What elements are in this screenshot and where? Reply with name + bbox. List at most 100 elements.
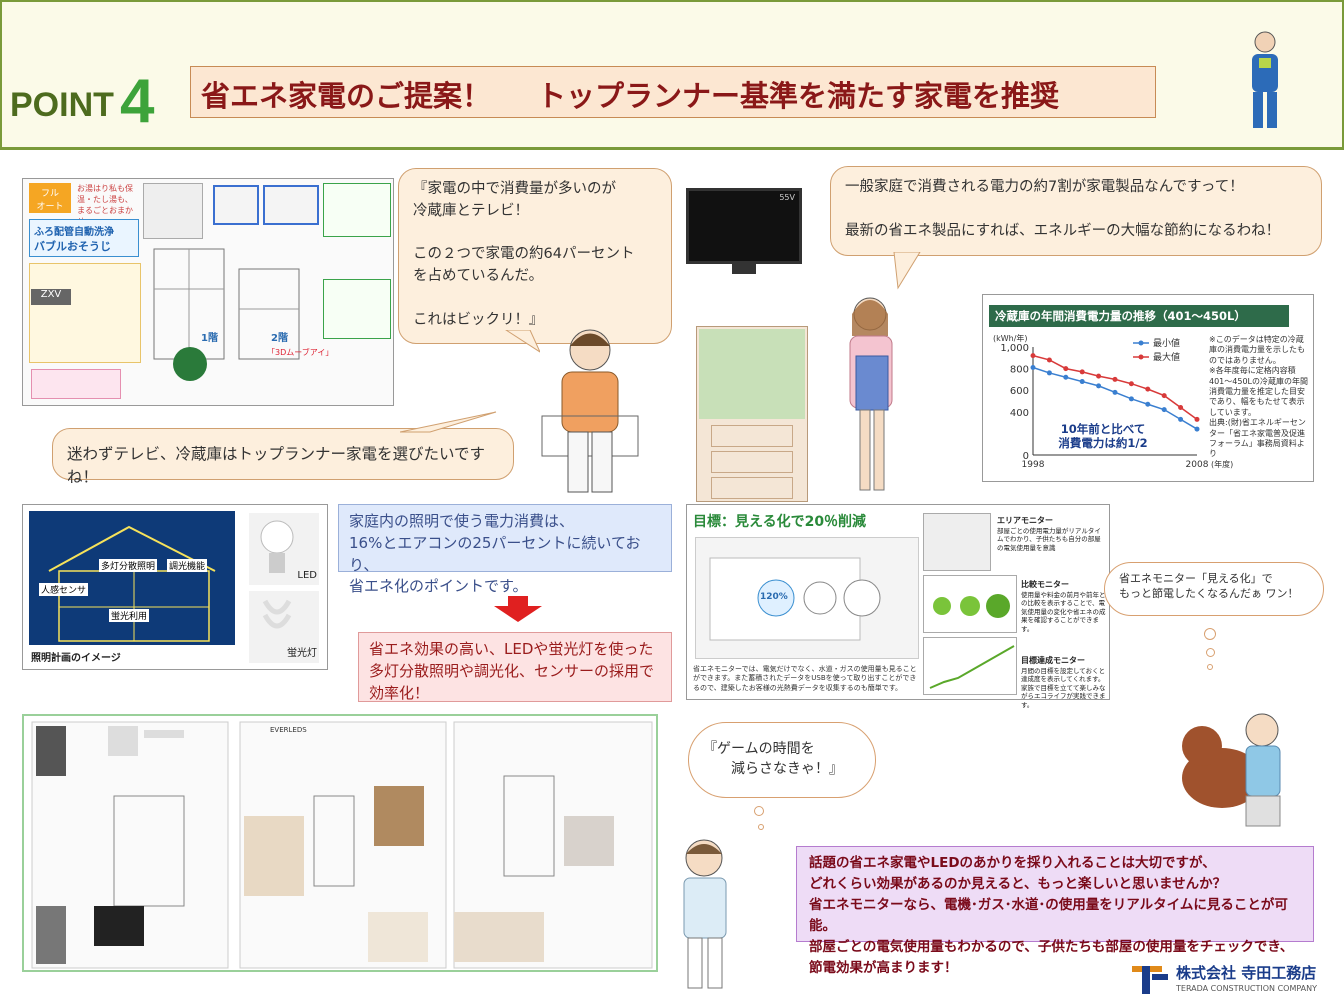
y-axis-label: (kWh/年) <box>993 333 1028 343</box>
thought-dot-2 <box>758 824 764 830</box>
man-illustration <box>541 329 639 493</box>
data-point <box>1194 426 1200 432</box>
lighting-caption: 照明計画のイメージ <box>31 653 121 664</box>
legend-marker <box>1138 354 1144 360</box>
y-tick-label: 1,000 <box>1000 343 1029 354</box>
area-monitor-desc: 部屋ごとの使用電力量がリアルタイムでわかり、子供たちも自分の部屋の電気使用量を意… <box>997 527 1101 552</box>
data-point <box>1030 365 1036 371</box>
series-line-1 <box>1032 354 1198 420</box>
fridge-illustration <box>696 326 808 502</box>
model-badge: ZXV <box>31 289 71 305</box>
chart-annotation: 消費電力は約1/2 <box>1058 436 1147 450</box>
legend-label: 最大値 <box>1153 351 1180 363</box>
bubble-dot-2 <box>1206 648 1215 657</box>
tv-stand <box>732 264 756 274</box>
point-label: POINT <box>10 86 114 124</box>
summary-note: 話題の省エネ家電やLEDのあかりを採り入れることは大切ですが、 どれくらい効果が… <box>796 846 1314 976</box>
label-multi-light: 多灯分散照明 <box>99 559 158 572</box>
floor2-label: 2階 <box>271 333 288 344</box>
catalog-sheets <box>31 721 653 969</box>
data-point <box>1096 383 1102 389</box>
monitor-device: 120% <box>695 537 919 659</box>
data-point <box>1178 416 1184 422</box>
page-title: 省エネ家電のご提案！ トップランナー基準を満たす家電を推奨 <box>190 66 1156 118</box>
fridge-drawer-1 <box>711 425 793 447</box>
monitor-caption: 省エネモニターでは、電気だけでなく、水道・ガスの使用量も見ることができます。また… <box>693 665 917 692</box>
data-point <box>1161 393 1167 399</box>
compare-circles <box>933 594 1010 618</box>
lighting-blue-note: 家庭内の照明で使う電力消費は、 16%とエアコンの25パーセントに続いており、 … <box>338 504 672 595</box>
man-speech-bubble: 『家電の中で消費量が多いのが 冷蔵庫とテレビ！ この２つで家電の約64パーセント… <box>398 168 672 344</box>
feature-panel: ふろ配管自動洗浄 バブルおそうじ <box>29 219 139 257</box>
monitor-center-value: 120% <box>760 592 788 602</box>
area-monitor-screen <box>923 513 991 571</box>
company-logo-icon <box>1132 966 1168 994</box>
catalog-brand-tag: EVERLEDS <box>270 726 307 734</box>
full-auto-badge: フル オート <box>29 183 71 213</box>
company-name-en: TERADA CONSTRUCTION COMPANY <box>1176 984 1318 993</box>
lighting-panel: 多灯分散照明 調光機能 人感センサ 蛍光利用 照明計画のイメージ LED 蛍光灯 <box>22 504 328 670</box>
woman-illustration <box>849 297 893 491</box>
data-point <box>1046 370 1052 376</box>
thought-dot-1 <box>754 806 764 816</box>
floor1-label: 1階 <box>201 333 218 344</box>
choice-speech-bubble: 迷わずテレビ、冷蔵庫はトップランナー家電を選びたいですね！ <box>52 428 514 486</box>
compare-monitor-title: 比較モニター <box>1021 580 1069 589</box>
woman-quote: 一般家庭で消費される電力の約7割が家電製品なんですって！ 最新の省エネ製品にすれ… <box>845 179 1281 239</box>
monitor-goal-title: 目標：見える化で20％削減 <box>693 514 867 530</box>
data-point <box>1161 407 1167 413</box>
y-tick-label: 600 <box>1010 386 1029 397</box>
data-point <box>1096 373 1102 379</box>
feature-subtitle: バブルおそうじ <box>34 240 111 253</box>
data-point <box>1046 357 1052 363</box>
energy-monitor-panel: 目標：見える化で20％削減 120% 省エネモニターでは、電気だけでなく、水道・… <box>686 504 1110 709</box>
lighting-diagram: 多灯分散照明 調光機能 人感センサ 蛍光利用 <box>29 511 235 645</box>
woman-bubble-tail <box>893 252 921 290</box>
chart-note: ※このデータは特定の冷蔵庫の消費電力量を示したものではありません。 ※各年度毎に… <box>1209 335 1308 459</box>
dog-and-child-illustration <box>1182 713 1281 827</box>
aircon-photo-2 <box>323 279 391 339</box>
man-quote: 『家電の中で消費量が多いのが 冷蔵庫とテレビ！ この２つで家電の約64パーセント… <box>413 181 635 328</box>
fluorescent-bulb-icon <box>262 599 292 629</box>
3d-tag: 「3Dムーブアイ」 <box>267 348 334 357</box>
title-part2: トップランナー基準を満たす家電を推奨 <box>537 79 1060 113</box>
y-tick-label: 0 <box>1023 451 1029 462</box>
choice-bubble-tail <box>400 411 497 433</box>
lighting-red-note: 省エネ効果の高い、LEDや蛍光灯を使った 多灯分散照明や調光化、センサーの採用で… <box>358 632 672 702</box>
legend-marker <box>1138 340 1144 346</box>
compare-monitor-desc: 使用量や料金の前月や前年との比較を表示することで、電気使用量の変化や省エネの成果… <box>1021 591 1106 633</box>
data-point <box>1194 416 1200 422</box>
goal-trend <box>929 645 1015 689</box>
data-point <box>1030 353 1036 359</box>
tv-size-badge: 55V <box>779 193 795 202</box>
data-point <box>1063 366 1069 372</box>
boy-illustration <box>683 839 727 989</box>
fridge-drawer-2 <box>711 451 793 473</box>
monitor-screen <box>709 557 881 641</box>
aircon-photo-1 <box>323 183 391 237</box>
bubble-dot-1 <box>1204 628 1216 640</box>
house-outline <box>48 525 216 642</box>
data-point <box>1128 396 1134 402</box>
chart-annotation: 10年前と比べて <box>1061 422 1146 436</box>
worker-figure <box>1252 31 1278 128</box>
data-point <box>1178 404 1184 410</box>
x-tick-label: 1998 <box>1022 460 1045 470</box>
title-part1: 省エネ家電のご提案！ <box>201 79 492 113</box>
goal-monitor-title: 目標達成モニター <box>1021 656 1085 665</box>
bath-text-panel <box>29 263 141 363</box>
label-motion-sensor: 人感センサ <box>39 583 89 596</box>
dog-speech-bubble: 省エネモニター「見える化」で もっと節電したくなるんだぁ ワン！ <box>1104 562 1324 616</box>
bubble-dot-3 <box>1207 664 1213 670</box>
bubble-tail <box>505 330 540 353</box>
label-fluorescent-use: 蛍光利用 <box>109 609 150 622</box>
x-tick-label: 2008 <box>1186 460 1209 470</box>
data-point <box>1112 376 1118 382</box>
game-thought-bubble: 『ゲームの時間を 減らさなきゃ！』 <box>688 722 876 798</box>
choice-quote: 迷わずテレビ、冷蔵庫はトップランナー家電を選びたいですね！ <box>67 445 486 487</box>
label-dimmer: 調光機能 <box>167 559 208 572</box>
goal-monitor-desc: 月間の目標を設定しておくと達成度を表示してくれます。家族で目標を立てて楽しみなが… <box>1021 667 1106 709</box>
lighting-catalog: EVERLEDS <box>22 714 658 972</box>
pink-note <box>31 369 121 399</box>
